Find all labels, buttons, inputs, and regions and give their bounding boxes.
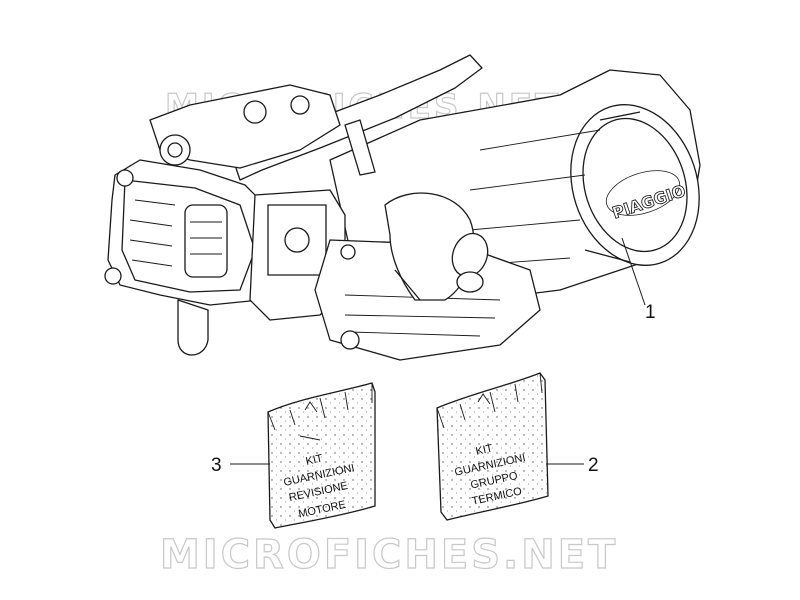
callout-1-label[interactable]: 1 <box>645 302 656 323</box>
gasket-kit-cylinder-group[interactable]: KIT GUARNIZIONI GRUPPO TERMICO <box>436 372 549 521</box>
gasket-kit-engine-overhaul[interactable]: KIT GUARNIZIONI REVISIONE MOTORE <box>267 382 376 529</box>
callout-2-label[interactable]: 2 <box>588 455 599 476</box>
kit-engine-line-1: KIT <box>305 452 325 467</box>
engine-assembly[interactable] <box>104 54 719 361</box>
callout-1-leader <box>621 237 646 306</box>
callout-3-label[interactable]: 3 <box>211 455 222 476</box>
watermark-bottom: MICROFICHES.NET <box>160 532 618 578</box>
kit-thermal-line-1: KIT <box>475 442 495 457</box>
